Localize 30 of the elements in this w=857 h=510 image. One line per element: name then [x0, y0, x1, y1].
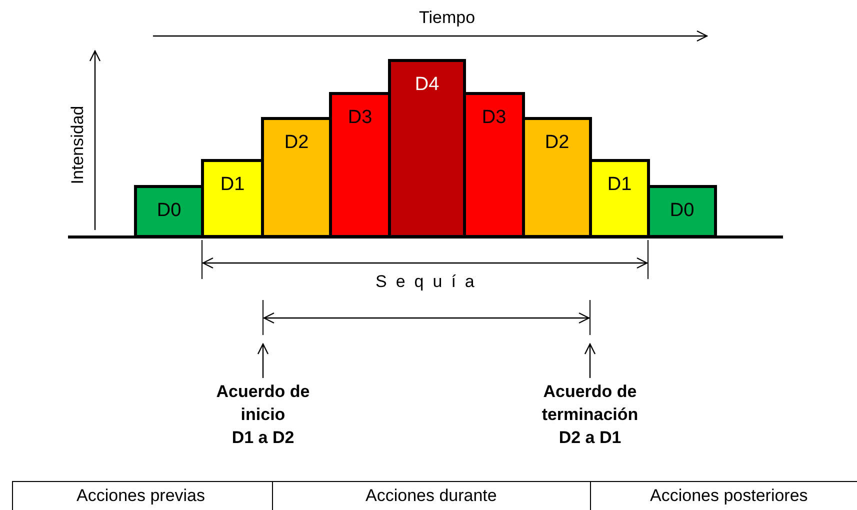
annotation-text: D1 a D2 [230, 427, 296, 449]
axis-label: Tiempo [419, 8, 476, 28]
annotation-text: D2 a D1 [558, 427, 622, 449]
drought-level-bar [388, 59, 466, 238]
dimension-label: Sequía [376, 272, 484, 292]
level-label: D3 [348, 107, 372, 129]
level-label: D4 [414, 74, 440, 96]
table-cell-text: Acciones durante [366, 486, 497, 506]
level-label: D1 [607, 174, 632, 196]
annotation-text: Acuerdo de terminación [540, 381, 640, 426]
level-label: D0 [670, 200, 694, 222]
annotation-text: Acuerdo de inicio [215, 381, 311, 426]
drought-level-bar [261, 117, 332, 238]
table-cell-text: Acciones previas [76, 486, 206, 506]
table-cell-text: Acciones posteriores [650, 486, 808, 506]
axis-label: Intensidad [68, 106, 88, 184]
arrow [257, 343, 269, 378]
drought-level-bar [589, 159, 650, 238]
level-label: D2 [544, 132, 570, 154]
drought-level-bar [463, 92, 525, 238]
drought-level-bar [647, 185, 717, 238]
arrow [584, 343, 596, 378]
drought-level-bar [522, 117, 592, 238]
level-label: D3 [482, 107, 506, 129]
level-label: D2 [284, 132, 309, 154]
drought-level-bar [201, 159, 264, 238]
drought-level-bar [134, 185, 204, 238]
level-label: D1 [220, 174, 245, 196]
drought-level-bar [329, 92, 391, 238]
level-label: D0 [156, 200, 182, 222]
